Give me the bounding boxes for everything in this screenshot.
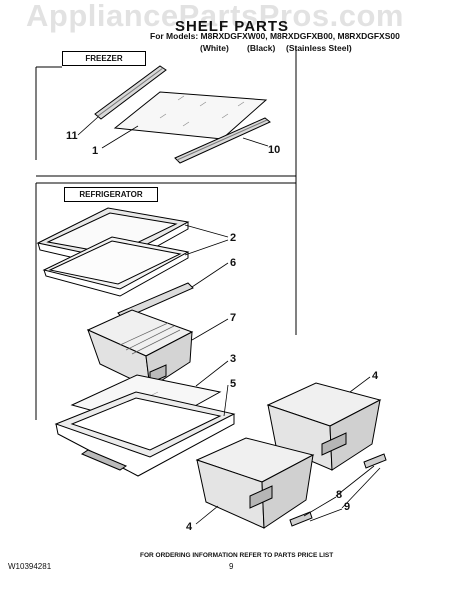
shelf-glass-upper: [42, 236, 190, 297]
callout-4-left: 4: [186, 521, 193, 533]
callout-8: 8: [336, 489, 343, 501]
freezer-section-label: FREEZER: [62, 51, 146, 66]
crisper-drawer-right: [266, 382, 382, 471]
color-stainless-label: (Stainless Steel): [286, 43, 352, 53]
page-title: SHELF PARTS: [174, 18, 290, 35]
callout-4-right: 4: [372, 370, 379, 382]
color-black-label: (Black): [247, 43, 276, 53]
document-code: W10394281: [8, 562, 52, 571]
freezer-front-trim: [94, 65, 167, 120]
page-number: 9: [229, 562, 234, 571]
callout-10: 10: [268, 144, 281, 156]
drawer-slides: [289, 453, 387, 527]
freezer-rear-trim: [174, 117, 271, 164]
callout-1: 1: [92, 145, 99, 157]
crisper-cover-frame: [54, 391, 236, 477]
callout-3: 3: [230, 353, 237, 365]
callout-11: 11: [66, 130, 78, 142]
freezer-shelf-glass: [113, 91, 268, 140]
callout-2: 2: [230, 232, 237, 244]
deli-pan-7: [86, 309, 194, 389]
color-white-label: (White): [200, 43, 229, 53]
models-line: For Models: M8RXDGFXW00, M8RXDGFXB00, M8…: [150, 31, 400, 41]
watermark: AppliancePartsPros.com: [26, 0, 404, 33]
ordering-note: FOR ORDERING INFORMATION REFER TO PARTS …: [140, 552, 334, 559]
callout-7: 7: [230, 312, 237, 324]
callout-5: 5: [230, 378, 237, 390]
callout-6: 6: [230, 257, 237, 269]
callout-9: 9: [344, 501, 351, 513]
crisper-drawer-left: [195, 437, 315, 529]
refrigerator-section-label: REFRIGERATOR: [64, 187, 158, 202]
